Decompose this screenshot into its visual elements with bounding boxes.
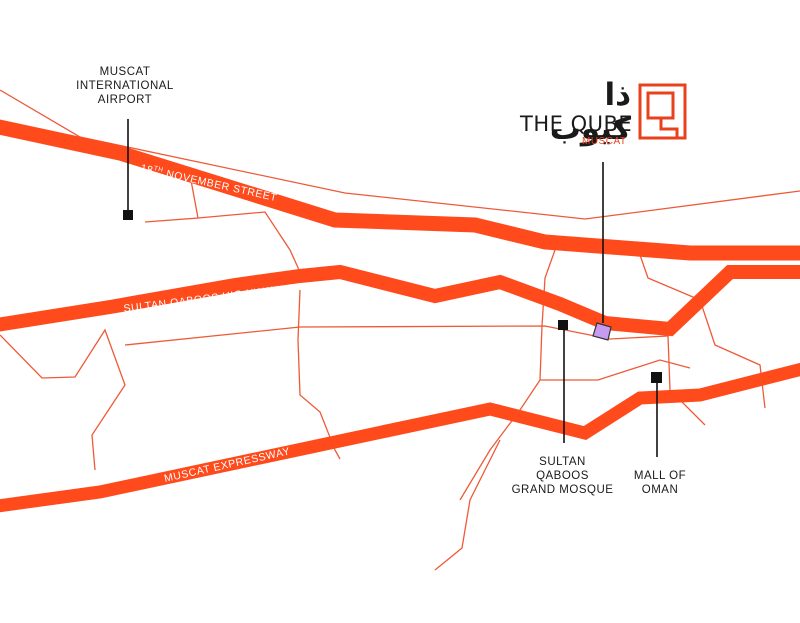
the-qube-marker xyxy=(592,322,612,341)
thin-road-south-east xyxy=(434,439,501,571)
thin-road-mosque-south xyxy=(540,359,691,381)
thin-road-west-loop xyxy=(0,328,126,471)
mall-of-oman-label: MALL OF OMAN xyxy=(633,470,687,496)
road-sultan-qaboos-highway xyxy=(0,264,800,337)
thin-road-airport-north xyxy=(0,89,800,220)
grand-mosque-label: SULTAN QABOOS GRAND MOSQUE xyxy=(511,456,614,496)
mall-marker xyxy=(651,372,662,383)
airport-marker xyxy=(123,210,133,220)
minor-roads xyxy=(0,89,800,571)
thin-road-nov18-spur xyxy=(144,174,301,273)
road-label-muscat-expressway: MUSCAT EXPRESSWAY xyxy=(163,445,291,485)
road-muscat-expressway xyxy=(0,362,800,513)
road-label-18th-november-street: 18TH NOVEMBER STREET xyxy=(139,162,278,204)
thin-road-east-link xyxy=(667,335,706,426)
qube-logo-icon xyxy=(638,83,687,140)
thin-road-central-south xyxy=(297,289,341,460)
road-18th-november-street xyxy=(0,119,800,261)
airport-label: MUSCAT INTERNATIONAL AIRPORT xyxy=(76,66,174,106)
brand-name-arabic: ذا كيوب xyxy=(549,77,631,147)
brand-city: MUSCAT xyxy=(582,136,627,147)
major-roads xyxy=(0,119,800,513)
grand-mosque-marker xyxy=(558,320,568,330)
brand-name: THE QUBE xyxy=(520,112,633,136)
thin-road-central-grid xyxy=(124,325,669,346)
thin-road-east-loop xyxy=(639,254,766,409)
